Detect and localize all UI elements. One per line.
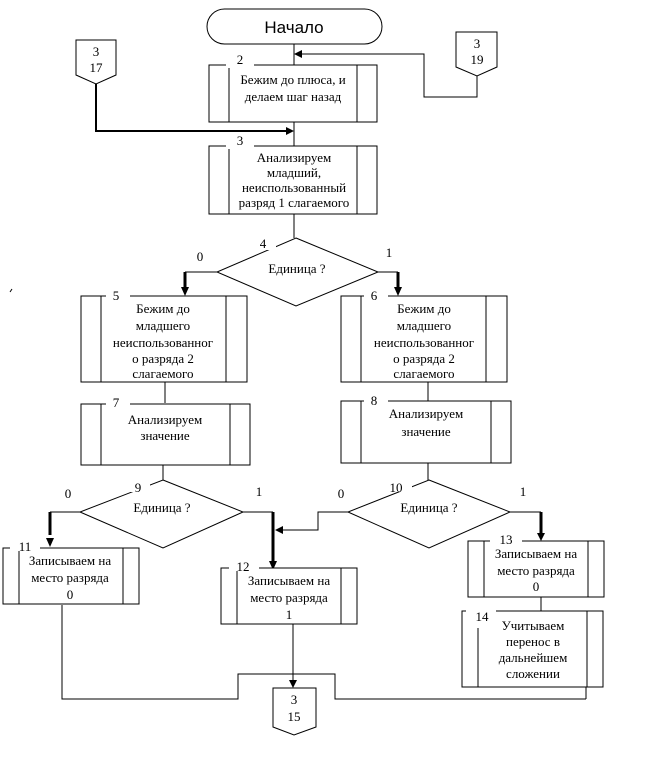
- process-block-14: 14 Учитываем перенос в дальнейшем сложен…: [461, 606, 604, 688]
- connector-ref: 19: [471, 52, 484, 67]
- process-block-11: 11 Записываем на место разряда 0: [2, 539, 140, 605]
- block-number: 11: [19, 539, 32, 554]
- block-text-line: разряд 1 слагаемого: [239, 195, 350, 210]
- arrow-into-block2: [294, 50, 302, 58]
- block-text-line: младший,: [267, 165, 321, 180]
- block-text-line: Бежим до плюса, и: [240, 72, 345, 87]
- block-text-line: место разряда: [250, 590, 328, 605]
- branch-no-label: 0: [338, 486, 345, 501]
- block-text-line: сложении: [506, 666, 560, 681]
- connector-3-19: 3 19: [455, 31, 498, 77]
- block-number: 14: [476, 609, 490, 624]
- block-number: 2: [237, 52, 244, 67]
- block-text-line: место разряда: [31, 570, 109, 585]
- block-text-line: младшего: [136, 318, 190, 333]
- block-number: 3: [237, 133, 244, 148]
- arrowheads: [46, 50, 545, 688]
- block-text-line: Анализируем: [128, 412, 202, 427]
- start-label: Начало: [264, 18, 323, 37]
- block-text-line: дальнейшем: [499, 650, 568, 665]
- block-number: 13: [500, 532, 513, 547]
- stray-mark: [9, 288, 13, 293]
- arrow-merge-block12: [275, 526, 283, 534]
- block-text-line: место разряда: [497, 563, 575, 578]
- decision-label: Единица ?: [400, 500, 457, 515]
- block-number: 5: [113, 288, 120, 303]
- process-block-8: 8 Анализируем значение: [340, 393, 512, 464]
- arrow-into-connector15: [289, 680, 297, 688]
- process-block-3: 3 Анализируем младший, неиспользованный …: [208, 133, 378, 215]
- decision-number: 4: [260, 236, 267, 251]
- block-text-line: Записываем на: [29, 553, 111, 568]
- decision-number: 10: [390, 480, 403, 495]
- arrow-into-block6: [394, 287, 402, 296]
- arrow-into-block11: [46, 538, 54, 547]
- connector-ref: 15: [288, 709, 301, 724]
- block-text-line: делаем шаг назад: [245, 89, 342, 104]
- block-number: 8: [371, 393, 378, 408]
- branch-yes-label: 1: [256, 484, 263, 499]
- connector-page: 3: [93, 44, 100, 59]
- block-text-line: значение: [140, 428, 190, 443]
- block-text-line: Анализируем: [389, 406, 463, 421]
- connector-3-17: 3 17: [75, 39, 117, 85]
- block-text-line: о разряда 2: [393, 351, 455, 366]
- arrow-into-block5: [181, 287, 189, 296]
- block-text-line: неиспользованный: [242, 180, 346, 195]
- block-number: 12: [237, 559, 250, 574]
- branch-no-label: 0: [65, 486, 72, 501]
- branch-yes-label: 1: [520, 484, 527, 499]
- block-text-line: младшего: [397, 318, 451, 333]
- block-text-line: неиспользованног: [374, 335, 474, 350]
- process-block-6: 6 Бежим до младшего неиспользованног о р…: [340, 288, 508, 383]
- branch-yes-label: 1: [386, 245, 393, 260]
- connector-page: 3: [474, 36, 481, 51]
- block-text-line: значение: [401, 424, 451, 439]
- block-text-line: о разряда 2: [132, 351, 194, 366]
- block-text-line: слагаемого: [132, 366, 193, 381]
- block-text-line: неиспользованног: [113, 335, 213, 350]
- block-text-line: 0: [67, 587, 74, 602]
- block-text-line: Записываем на: [248, 573, 330, 588]
- decision-9: 9 Единица ? 0 1: [65, 478, 263, 549]
- decision-label: Единица ?: [133, 500, 190, 515]
- connector-page: 3: [291, 692, 298, 707]
- block-text-line: Бежим до: [397, 301, 451, 316]
- block-number: 7: [113, 395, 120, 410]
- decision-4: 4 Единица ? 0 1: [197, 236, 393, 307]
- block-text-line: 0: [533, 579, 540, 594]
- process-block-7: 7 Анализируем значение: [80, 395, 251, 466]
- branch-no-label: 0: [197, 249, 204, 264]
- block-number: 6: [371, 288, 378, 303]
- connector-ref: 17: [90, 60, 104, 75]
- arrow-into-block3: [286, 127, 294, 135]
- block-text-line: 1: [286, 607, 293, 622]
- arrow-into-block13: [537, 533, 545, 541]
- start-terminator: Начало: [206, 8, 383, 45]
- block-text-line: Записываем на: [495, 546, 577, 561]
- block-text-line: слагаемого: [393, 366, 454, 381]
- block-text-line: перенос в: [506, 634, 560, 649]
- process-block-13: 13 Записываем на место разряда 0: [467, 532, 605, 598]
- process-block-12: 12 Записываем на место разряда 1: [220, 559, 358, 625]
- process-block-5: 5 Бежим до младшего неиспользованног о р…: [80, 288, 248, 383]
- process-block-2: 2 Бежим до плюса, и делаем шаг назад: [208, 52, 378, 123]
- flow-lines: [48, 44, 587, 700]
- decision-number: 9: [135, 480, 142, 495]
- block-text-line: Бежим до: [136, 301, 190, 316]
- block-text-line: Анализируем: [257, 150, 331, 165]
- decision-10: 10 Единица ? 0 1: [338, 478, 527, 549]
- decision-label: Единица ?: [268, 261, 325, 276]
- connector-3-15: 3 15: [272, 687, 317, 736]
- arrow-into-block12: [269, 561, 277, 570]
- block-text-line: Учитываем: [502, 618, 565, 633]
